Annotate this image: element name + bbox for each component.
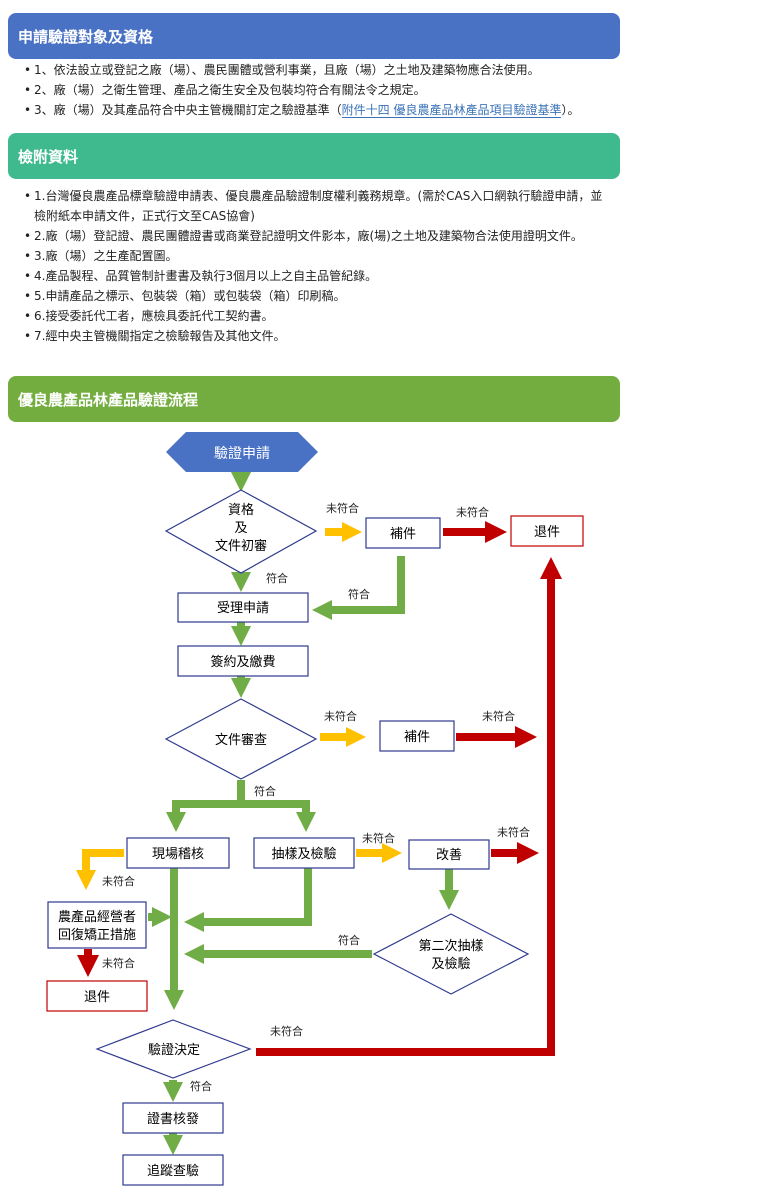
list-item-text: ）。	[561, 103, 580, 117]
reject-box	[46, 980, 148, 1012]
section-header-documents: 檢附資料	[8, 133, 620, 179]
reject-label: 退件	[534, 525, 560, 540]
section-title: 檢附資料	[18, 147, 79, 166]
corrective-label: 回復矯正措施	[58, 927, 136, 943]
review-label: 資格	[228, 502, 254, 518]
flow-arrow-pass	[312, 556, 405, 620]
list-item: 1.台灣優良農產品標章驗證申請表、優良農產品驗證制度權利義務規章。(需於CAS入…	[24, 186, 614, 226]
improve-label: 改善	[436, 847, 462, 863]
edge-label-pass: 符合	[348, 587, 370, 601]
edge-label-fail: 未符合	[362, 831, 395, 845]
doc-review-diamond	[164, 698, 318, 780]
edge-label-fail: 未符合	[270, 1024, 303, 1038]
start-label: 驗證申請	[214, 445, 270, 462]
edge-label-fail: 未符合	[326, 501, 359, 515]
decision-diamond	[95, 1019, 252, 1079]
flow-arrow	[184, 868, 312, 932]
supplement-box	[379, 720, 455, 752]
sampling-label: 抽樣及檢驗	[271, 846, 336, 862]
reject-box	[510, 515, 584, 547]
flow-arrow-fail	[76, 849, 124, 890]
list-item: 3.廠（場）之生產配置圖。	[24, 246, 614, 266]
section-header-eligibility: 申請驗證對象及資格	[8, 13, 620, 59]
edge-label-pass: 符合	[254, 784, 276, 798]
decision-label: 驗證決定	[148, 1042, 200, 1058]
sampling-box	[253, 837, 355, 869]
supplement-label: 補件	[404, 730, 430, 745]
improve-box	[408, 839, 490, 870]
section-header-process: 優良農產品林產品驗證流程	[8, 376, 620, 422]
accept-box	[177, 592, 309, 623]
list-item: 4.產品製程、品質管制計畫書及執行3個月以上之自主品管紀錄。	[24, 266, 614, 286]
edge-label-pass: 符合	[338, 933, 360, 947]
edge-label-fail: 未符合	[102, 874, 135, 888]
corrective-label: 農產品經營者	[58, 909, 136, 925]
second-sampling-label: 第二次抽樣	[418, 938, 483, 954]
onsite-label: 現場稽核	[152, 847, 204, 862]
standard-annex-link[interactable]: 附件十四 優良農產品林產品項目驗證基準	[341, 103, 562, 118]
accept-label: 受理申請	[217, 601, 269, 616]
tracking-label: 追蹤查驗	[147, 1163, 199, 1179]
documents-list: 1.台灣優良農產品標章驗證申請表、優良農產品驗證制度權利義務規章。(需於CAS入…	[24, 186, 614, 346]
list-item: 2、廠（場）之衛生管理、產品之衛生安全及包裝均符合有關法令之規定。	[24, 80, 664, 100]
second-sampling-diamond	[372, 913, 530, 995]
edge-label-fail: 未符合	[456, 505, 489, 519]
edge-label-fail: 未符合	[497, 825, 530, 839]
section-title: 申請驗證對象及資格	[18, 27, 154, 46]
list-item-text: 3、廠（場）及其產品符合中央主管機關訂定之驗證基準（	[34, 103, 342, 117]
reject-label: 退件	[84, 990, 110, 1005]
second-sampling-label: 及檢驗	[431, 956, 470, 972]
edge-label-fail: 未符合	[102, 956, 135, 970]
list-item: 7.經中央主管機關指定之檢驗報告及其他文件。	[24, 326, 614, 346]
edge-label-fail: 未符合	[324, 709, 357, 723]
supplement-label: 補件	[390, 527, 416, 542]
review-diamond	[164, 489, 318, 574]
tracking-box	[122, 1154, 224, 1186]
flow-arrow-fail	[256, 557, 562, 1056]
list-item: 5.申請產品之標示、包裝袋（箱）或包裝袋（箱）印刷稿。	[24, 286, 614, 306]
edge-label-pass: 符合	[190, 1079, 212, 1093]
contract-box	[177, 645, 309, 677]
list-item: 1、依法設立或登記之廠（場）、農民團體或營利事業，且廠（場）之土地及建築物應合法…	[24, 60, 664, 80]
doc-review-label: 文件審查	[215, 733, 267, 748]
certificate-box	[122, 1102, 224, 1134]
onsite-audit-box	[126, 837, 230, 869]
supplement-box	[365, 517, 441, 549]
list-item: 2.廠（場）登記證、農民團體證書或商業登記證明文件影本，廠(場)之土地及建築物合…	[24, 226, 614, 246]
start-node	[166, 432, 318, 472]
review-label: 文件初審	[215, 539, 267, 554]
certificate-label: 證書核發	[147, 1111, 199, 1127]
eligibility-list: 1、依法設立或登記之廠（場）、農民團體或營利事業，且廠（場）之土地及建築物應合法…	[24, 60, 664, 120]
contract-label: 簽約及繳費	[210, 654, 275, 670]
edge-label-pass: 符合	[266, 571, 288, 585]
list-item: 3、廠（場）及其產品符合中央主管機關訂定之驗證基準（附件十四 優良農產品林產品項…	[24, 100, 664, 120]
review-label: 及	[234, 521, 247, 536]
section-title: 優良農產品林產品驗證流程	[18, 390, 199, 409]
corrective-box	[47, 901, 147, 949]
edge-label-fail: 未符合	[482, 709, 515, 723]
list-item: 6.接受委託代工者，應檢具委託代工契約書。	[24, 306, 614, 326]
